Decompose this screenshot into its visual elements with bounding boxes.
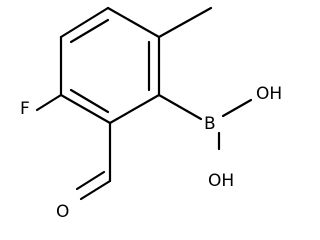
- atom-label-boron: B: [204, 114, 216, 134]
- atom-label-fluorine: F: [20, 99, 30, 119]
- methyl-bond: [157, 6, 213, 39]
- atom-label-aldehyde-oxygen: O: [56, 202, 69, 222]
- structure-canvas: F B OH OH O: [20, 6, 283, 222]
- skeletal-formula: F B OH OH O: [20, 6, 282, 222]
- aldehyde-double-bond-outer: [79, 179, 112, 201]
- fluorine-bond: [35, 93, 63, 112]
- ring-bond-c1-c2: [106, 6, 161, 39]
- atom-label-hydroxyl-bottom: OH: [208, 171, 234, 191]
- ring-bond-c3-c4: [108, 93, 161, 125]
- ring-bond-c4-c5: [59, 93, 112, 125]
- boron-hydroxyl-top-bond: [221, 98, 253, 118]
- ring-double-bond-top: [69, 18, 110, 44]
- ring-double-bond-bottom-left: [69, 88, 110, 114]
- atom-label-hydroxyl-top: OH: [256, 84, 282, 104]
- ring-bond-c6-c1: [59, 6, 110, 39]
- boron-bond: [157, 93, 203, 121]
- aldehyde-double-bond-inner: [75, 170, 106, 191]
